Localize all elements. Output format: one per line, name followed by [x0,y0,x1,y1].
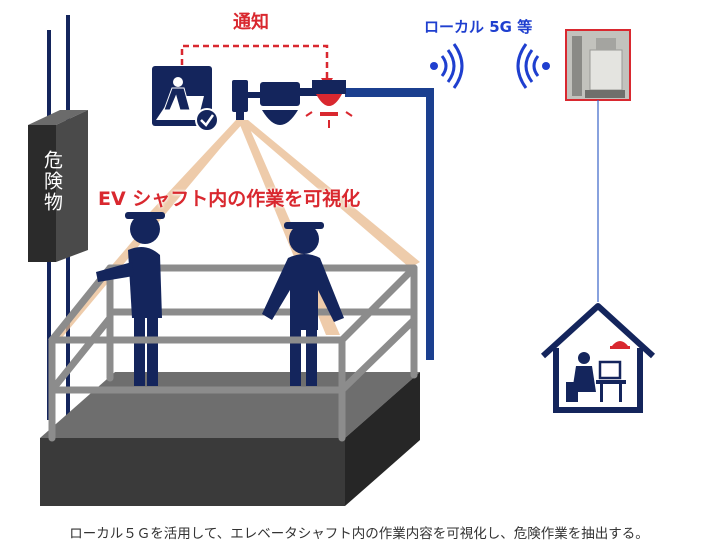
hazard-box-label: 危険物 [41,150,63,213]
dome-camera-icon [248,82,318,125]
worker-left [96,212,165,386]
camera-icon [232,80,248,120]
front-railing [48,336,346,394]
hazard-box [28,110,88,262]
worker-check-icon [152,66,219,132]
camera-gantry-frame [345,88,434,360]
office-house-icon [540,303,656,413]
ev-shaft-visualization-label: EV シャフト内の作業を可視化 [98,188,361,210]
figure-caption: ローカル５Ｇを活用して、エレベータシャフト内の作業内容を可視化し、危険作業を抽出… [69,526,649,542]
siren-icon [305,80,353,128]
wireless-signal-icon [430,43,464,89]
notify-dashed-line [180,44,329,80]
wireless-signal-icon-receiver [516,43,550,89]
local-5g-label: ローカル 5G 等 [424,18,533,36]
notify-label: 通知 [233,12,269,33]
base-station-photo [565,29,631,101]
camera-view-beams [48,120,420,340]
worker-right [262,222,344,386]
